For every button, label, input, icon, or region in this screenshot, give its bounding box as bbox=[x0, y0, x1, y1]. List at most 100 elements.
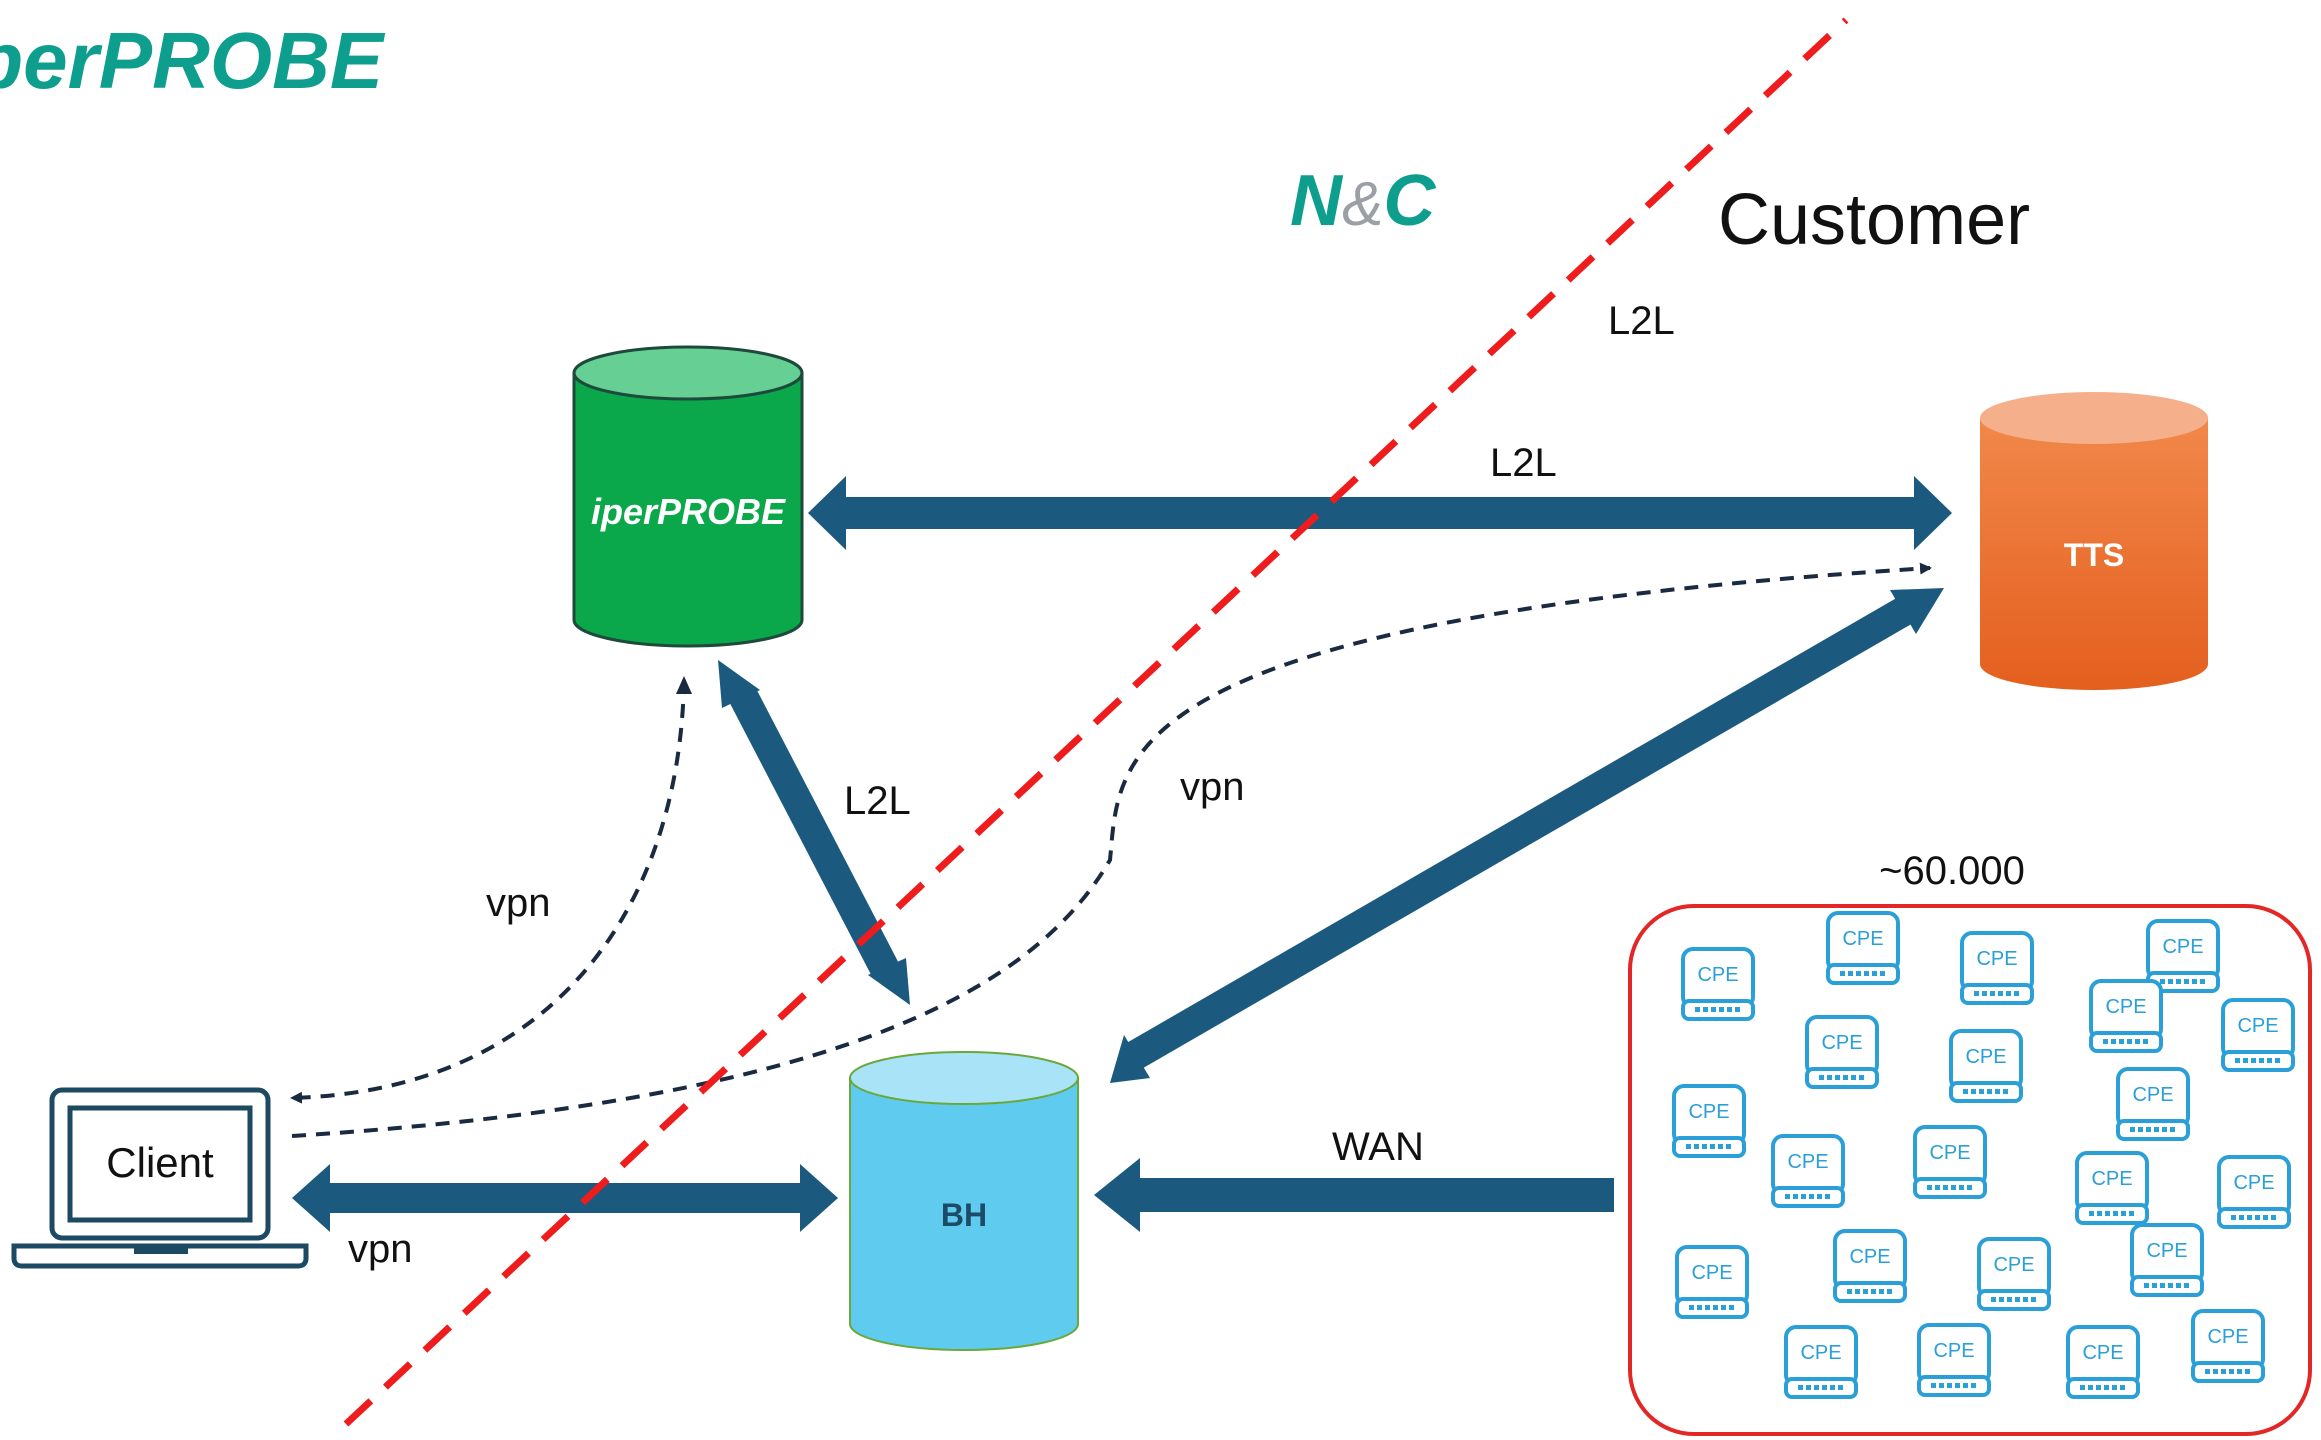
cpe-port bbox=[2162, 1127, 2167, 1132]
tts-database[interactable]: TTS bbox=[1980, 392, 2208, 690]
cpe-port bbox=[1991, 1297, 1996, 1302]
cpe-port bbox=[2192, 979, 2197, 984]
cpe-device: CPE bbox=[2089, 979, 2163, 1053]
link-iperprobe-bh bbox=[718, 660, 910, 1005]
svg-text:N&C: N&C bbox=[1290, 161, 1436, 241]
cpe-port bbox=[1963, 1089, 1968, 1094]
cpe-port bbox=[1825, 1194, 1830, 1199]
cpe-device: CPE bbox=[1913, 1125, 1987, 1199]
cpe-port bbox=[2184, 979, 2189, 984]
cpe-device: CPE bbox=[1977, 1237, 2051, 1311]
cpe-device-base bbox=[1826, 963, 1900, 985]
cpe-port bbox=[2135, 1039, 2140, 1044]
label-l2l-probe-tts: L2L bbox=[1490, 441, 1557, 485]
cpe-count-label: ~60.000 bbox=[1879, 849, 2025, 893]
cpe-device-base bbox=[1681, 999, 1755, 1021]
cpe-device-label: CPE bbox=[1993, 1254, 2034, 1276]
cpe-device-label: CPE bbox=[2207, 1326, 2248, 1348]
cpe-device-label: CPE bbox=[2162, 936, 2203, 958]
cpe-device-label: CPE bbox=[1697, 964, 1738, 986]
laptop-touchpad bbox=[134, 1246, 188, 1254]
cpe-port bbox=[2129, 1211, 2134, 1216]
cpe-device-base bbox=[2221, 1050, 2295, 1072]
cpe-port bbox=[2267, 1058, 2272, 1063]
cpe-port bbox=[1702, 1144, 1707, 1149]
cpe-port bbox=[1827, 1075, 1832, 1080]
cpe-port bbox=[1963, 1383, 1968, 1388]
cpe-device-base bbox=[1672, 1136, 1746, 1158]
cpe-port bbox=[1995, 1089, 2000, 1094]
cpe-device: CPE bbox=[2075, 1151, 2149, 1225]
client-laptop[interactable]: Client bbox=[11, 1087, 309, 1269]
cpe-port bbox=[1689, 1305, 1694, 1310]
client-label: Client bbox=[106, 1139, 214, 1186]
cpe-port bbox=[2160, 1283, 2165, 1288]
link-wan bbox=[1094, 1158, 1614, 1232]
cpe-port bbox=[2200, 979, 2205, 984]
vpn-curve-probe-client bbox=[290, 679, 686, 1104]
cpe-port bbox=[2160, 979, 2165, 984]
cpe-device-base bbox=[2075, 1203, 2149, 1225]
cpe-port bbox=[2146, 1127, 2151, 1132]
cpe-port bbox=[2089, 1211, 2094, 1216]
cpe-device: CPE bbox=[1672, 1084, 1746, 1158]
cpe-device-label: CPE bbox=[1787, 1151, 1828, 1173]
cpe-device-label: CPE bbox=[1849, 1246, 1890, 1268]
cpe-device-base bbox=[2089, 1031, 2163, 1053]
cpe-port bbox=[1856, 971, 1861, 976]
cpe-devices: CPE CPE CPE CPE CPE CPE CPE CPE CPE CPE CPE CPE CPE C… bbox=[1672, 911, 2295, 1399]
cpe-port bbox=[2170, 1127, 2175, 1132]
cpe-port bbox=[1863, 1289, 1868, 1294]
cpe-device: CPE bbox=[1771, 1134, 1845, 1208]
link-iperprobe-tts bbox=[808, 476, 1952, 550]
cpe-device-base bbox=[2217, 1207, 2291, 1229]
cpe-device-label: CPE bbox=[2237, 1015, 2278, 1037]
cpe-port bbox=[2144, 1283, 2149, 1288]
cpe-device: CPE bbox=[2191, 1309, 2265, 1383]
cpe-port bbox=[1727, 1007, 1732, 1012]
cpe-port bbox=[1697, 1305, 1702, 1310]
bh-label: BH bbox=[941, 1197, 987, 1233]
cpe-device-base bbox=[2130, 1275, 2204, 1297]
cpe-device-base bbox=[1960, 983, 2034, 1005]
cpe-device: CPE bbox=[2217, 1155, 2291, 1229]
cpe-port bbox=[1703, 1007, 1708, 1012]
cpe-device: CPE bbox=[1917, 1323, 1991, 1397]
cpe-port bbox=[2031, 1297, 2036, 1302]
cpe-port bbox=[1943, 1185, 1948, 1190]
cpe-port bbox=[1935, 1185, 1940, 1190]
cpe-port bbox=[2168, 1283, 2173, 1288]
cpe-port bbox=[2080, 1385, 2085, 1390]
cpe-device-label: CPE bbox=[1929, 1142, 1970, 1164]
bh-database[interactable]: BH bbox=[849, 1051, 1079, 1351]
cpe-device-label: CPE bbox=[2146, 1240, 2187, 1262]
cpe-device-label: CPE bbox=[1976, 948, 2017, 970]
cpe-device: CPE bbox=[1675, 1245, 1749, 1319]
cpe-device-label: CPE bbox=[1933, 1340, 1974, 1362]
cpe-port bbox=[2176, 1283, 2181, 1288]
cpe-port bbox=[1872, 971, 1877, 976]
cpe-port bbox=[2127, 1039, 2132, 1044]
label-l2l-probe-bh: L2L bbox=[844, 779, 911, 823]
cpe-device: CPE bbox=[2146, 919, 2220, 993]
cpe-port bbox=[1848, 971, 1853, 976]
cpe-port bbox=[2007, 1297, 2012, 1302]
cpe-port bbox=[1735, 1007, 1740, 1012]
cpe-port bbox=[2168, 979, 2173, 984]
cpe-port bbox=[1710, 1144, 1715, 1149]
cpe-port bbox=[1686, 1144, 1691, 1149]
laptop-base bbox=[11, 1243, 309, 1269]
cpe-port bbox=[1793, 1194, 1798, 1199]
cpe-device-base bbox=[1917, 1375, 1991, 1397]
label-l2l-top: L2L bbox=[1608, 299, 1675, 343]
cpe-device-base bbox=[1675, 1297, 1749, 1319]
cpe-device-base bbox=[1977, 1289, 2051, 1311]
cpe-device-base bbox=[1805, 1067, 1879, 1089]
cpe-port bbox=[2023, 1297, 2028, 1302]
cpe-port bbox=[1999, 1297, 2004, 1302]
cpe-port bbox=[1695, 1007, 1700, 1012]
cpe-device-label: CPE bbox=[2082, 1342, 2123, 1364]
cpe-port bbox=[1705, 1305, 1710, 1310]
iperprobe-database[interactable]: iperPROBE bbox=[572, 345, 804, 648]
cpe-port bbox=[1817, 1194, 1822, 1199]
